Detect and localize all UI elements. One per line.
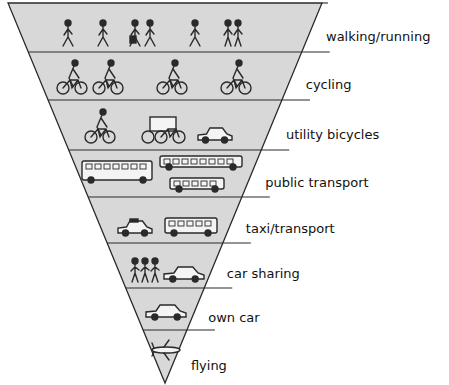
band-label-wrap: public transport — [265, 172, 368, 191]
mode-label: taxi/transport — [246, 221, 335, 236]
mode-label: own car — [208, 310, 259, 325]
band-label-wrap: walking/running — [326, 26, 430, 45]
band-shape — [0, 197, 449, 243]
band-label-wrap: flying — [191, 355, 227, 374]
band-shape — [0, 330, 449, 383]
mode-label: walking/running — [326, 29, 430, 44]
mode-label: cycling — [306, 77, 352, 92]
band-label-wrap: utility bicycles — [286, 124, 379, 143]
pyramid-band: own car — [0, 288, 449, 330]
mode-label: flying — [191, 358, 227, 373]
band-label-wrap: taxi/transport — [246, 218, 335, 237]
band-label-wrap: car sharing — [227, 263, 300, 282]
mode-label: car sharing — [227, 266, 300, 281]
band-label-wrap: own car — [208, 307, 259, 326]
pyramid-band: taxi/transport — [0, 197, 449, 243]
band-label-wrap: cycling — [306, 74, 352, 93]
pyramid-band: car sharing — [0, 243, 449, 288]
mode-label: utility bicycles — [286, 127, 379, 142]
band-shape — [0, 243, 449, 288]
pyramid-band: flying — [0, 330, 449, 383]
mode-label: public transport — [265, 175, 368, 190]
